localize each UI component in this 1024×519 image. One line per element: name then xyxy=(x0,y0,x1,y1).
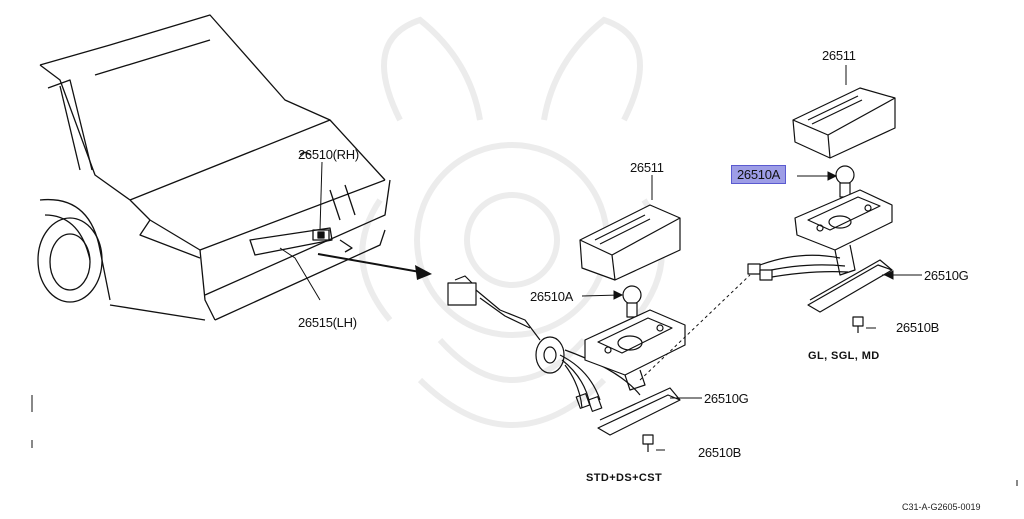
car-leader-lines xyxy=(279,161,323,301)
diagram-code: C31-A-G2605-0019 xyxy=(902,502,981,512)
part-label-26510g-std[interactable]: 26510G xyxy=(704,391,749,406)
part-label-26510-rh[interactable]: 26510(RH) xyxy=(298,147,359,162)
part-label-26510a-gl-highlighted[interactable]: 26510A xyxy=(731,165,787,184)
margin-marks xyxy=(31,395,1018,486)
caption-gl-variant: GL, SGL, MD xyxy=(808,350,880,362)
watermark-emblem xyxy=(359,16,665,428)
part-label-26511-std[interactable]: 26511 xyxy=(630,160,664,175)
car-rear-illustration xyxy=(37,14,391,321)
part-label-26511-gl[interactable]: 26511 xyxy=(822,48,856,63)
gl-leader-lines xyxy=(797,65,922,329)
part-label-26510a-std[interactable]: 26510A xyxy=(530,289,574,304)
std-lamp-assembly xyxy=(447,204,686,452)
part-label-26510b-gl[interactable]: 26510B xyxy=(896,320,940,335)
part-label-26510g-gl[interactable]: 26510G xyxy=(924,268,969,283)
std-leader-lines xyxy=(581,175,751,451)
part-label-26515-lh[interactable]: 26515(LH) xyxy=(298,315,357,330)
caption-std-variant: STD+DS+CST xyxy=(586,472,663,484)
part-label-26510b-std[interactable]: 26510B xyxy=(698,445,742,460)
gl-lamp-assembly xyxy=(747,87,896,333)
main-arrow xyxy=(317,253,432,280)
